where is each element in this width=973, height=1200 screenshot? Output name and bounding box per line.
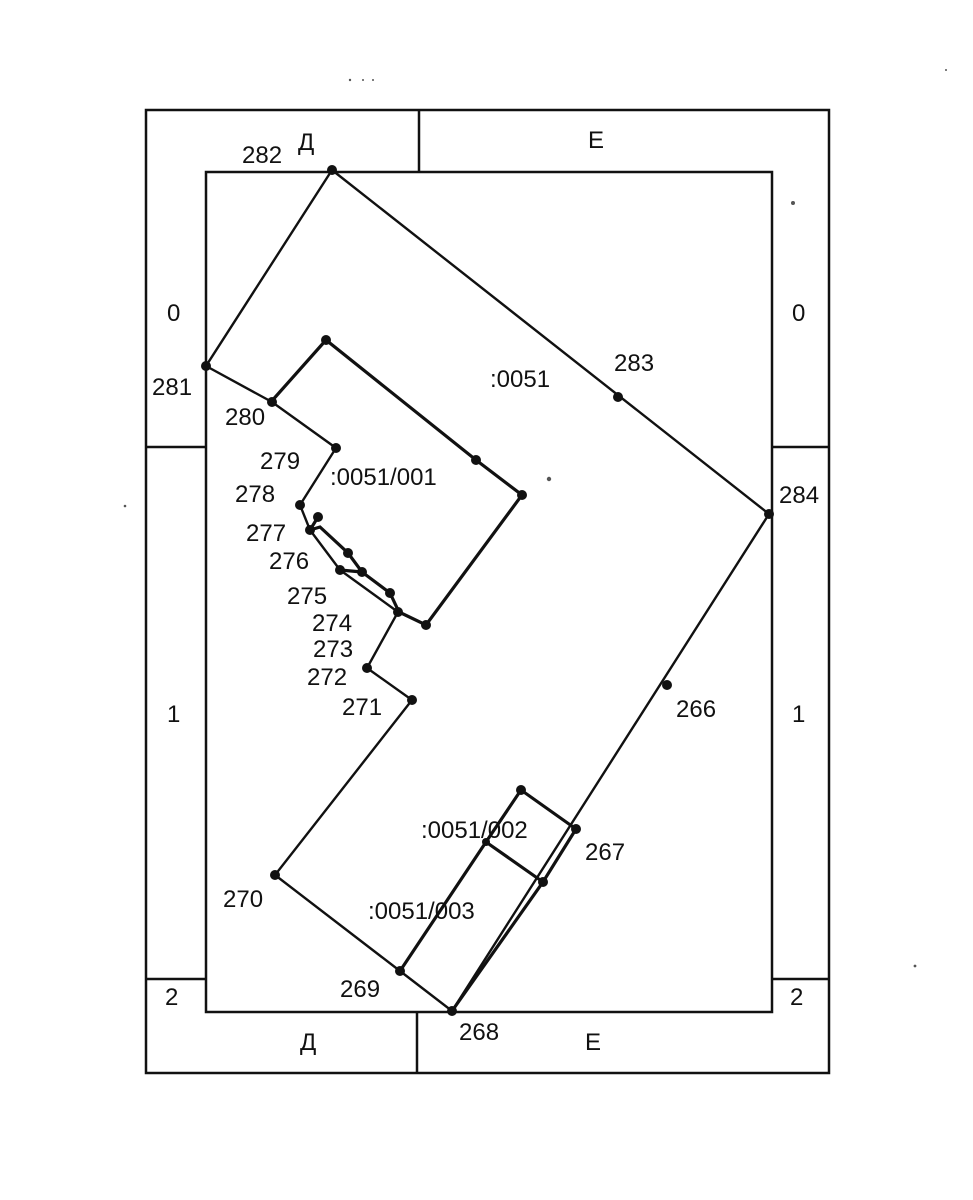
vertex-275a bbox=[357, 567, 367, 577]
vertex-sub001-right bbox=[517, 490, 527, 500]
label-subparcel-003: :0051/003 bbox=[368, 898, 475, 925]
vertex-sub001-top bbox=[321, 335, 331, 345]
vertex-273 bbox=[393, 607, 403, 617]
grid-label-top-left: Д bbox=[298, 129, 314, 156]
point-label-277: 277 bbox=[246, 520, 286, 547]
speck bbox=[123, 504, 127, 508]
grid-label-right-0: 0 bbox=[792, 300, 805, 327]
vertex-sub002-left bbox=[482, 838, 490, 846]
grid-label-left-2: 2 bbox=[165, 984, 178, 1011]
point-label-283: 283 bbox=[614, 350, 654, 377]
point-label-270: 270 bbox=[223, 886, 263, 913]
parcel-labels: :0051 :0051/001 :0051/002 :0051/003 bbox=[330, 366, 550, 925]
point-label-272: 272 bbox=[307, 664, 347, 691]
speck bbox=[913, 964, 917, 968]
point-label-279: 279 bbox=[260, 448, 300, 475]
point-label-271: 271 bbox=[342, 694, 382, 721]
point-label-266: 266 bbox=[676, 696, 716, 723]
subparcel-003-boundary bbox=[398, 841, 488, 972]
vertex-284 bbox=[764, 509, 774, 519]
vertex-275 bbox=[335, 565, 345, 575]
grid-label-bottom-left: Д bbox=[300, 1029, 316, 1056]
vertex-280 bbox=[267, 397, 277, 407]
vertex-281 bbox=[201, 361, 211, 371]
inner-frame bbox=[204, 170, 774, 1014]
vertex-282 bbox=[327, 165, 337, 175]
point-labels: 266 267 268 269 270 271 272 273 274 275 … bbox=[152, 142, 819, 1046]
point-label-284: 284 bbox=[779, 482, 819, 509]
vertex-sub002-bottom bbox=[538, 877, 548, 887]
vertex-sub002-top bbox=[516, 785, 526, 795]
grid-label-left-0: 0 bbox=[167, 300, 180, 327]
point-label-269: 269 bbox=[340, 976, 380, 1003]
vertex-279 bbox=[331, 443, 341, 453]
speck bbox=[362, 79, 364, 81]
vertex-269 bbox=[395, 966, 405, 976]
vertex-sub001-mid bbox=[471, 455, 481, 465]
grid-label-top-right: Е bbox=[588, 127, 604, 154]
vertex-277 bbox=[305, 525, 315, 535]
point-label-275: 275 bbox=[287, 583, 327, 610]
vertex-267 bbox=[571, 824, 581, 834]
vertex-266 bbox=[662, 680, 672, 690]
vertex-272 bbox=[362, 663, 372, 673]
point-label-281: 281 bbox=[152, 374, 192, 401]
point-label-282: 282 bbox=[242, 142, 282, 169]
subparcel-001-boundary bbox=[268, 337, 525, 628]
vertex-points bbox=[201, 165, 774, 1016]
outer-frame bbox=[144, 108, 831, 1075]
speck bbox=[945, 69, 947, 71]
scan-specks bbox=[123, 69, 947, 968]
grid-label-right-2: 2 bbox=[790, 984, 803, 1011]
point-label-268: 268 bbox=[459, 1019, 499, 1046]
vertex-270 bbox=[270, 870, 280, 880]
point-label-280: 280 bbox=[225, 404, 265, 431]
label-subparcel-001: :0051/001 bbox=[330, 464, 437, 491]
speck bbox=[372, 79, 374, 81]
speck bbox=[791, 201, 795, 205]
vertex-sub001-bottom bbox=[421, 620, 431, 630]
subparcel-003-edge bbox=[450, 881, 545, 1012]
point-label-273: 273 bbox=[313, 636, 353, 663]
vertex-278 bbox=[295, 500, 305, 510]
point-label-276: 276 bbox=[269, 548, 309, 575]
vertex-268 bbox=[447, 1006, 457, 1016]
grid-labels: Д Е Д Е 0 1 2 0 1 2 bbox=[165, 127, 805, 1056]
point-label-267: 267 bbox=[585, 839, 625, 866]
outer-grid bbox=[144, 108, 831, 1075]
vertex-271 bbox=[407, 695, 417, 705]
label-parcel-0051: :0051 bbox=[490, 366, 550, 393]
vertex-276 bbox=[343, 548, 353, 558]
grid-label-right-1: 1 bbox=[792, 701, 805, 728]
point-label-278: 278 bbox=[235, 481, 275, 508]
speck bbox=[348, 78, 352, 82]
point-label-274: 274 bbox=[312, 610, 352, 637]
vertex-283 bbox=[613, 392, 623, 402]
vertex-274 bbox=[385, 588, 395, 598]
label-subparcel-002: :0051/002 bbox=[421, 817, 528, 844]
speck bbox=[546, 476, 552, 482]
grid-label-bottom-right: Е bbox=[585, 1029, 601, 1056]
vertex-277a bbox=[313, 512, 323, 522]
grid-label-left-1: 1 bbox=[167, 701, 180, 728]
